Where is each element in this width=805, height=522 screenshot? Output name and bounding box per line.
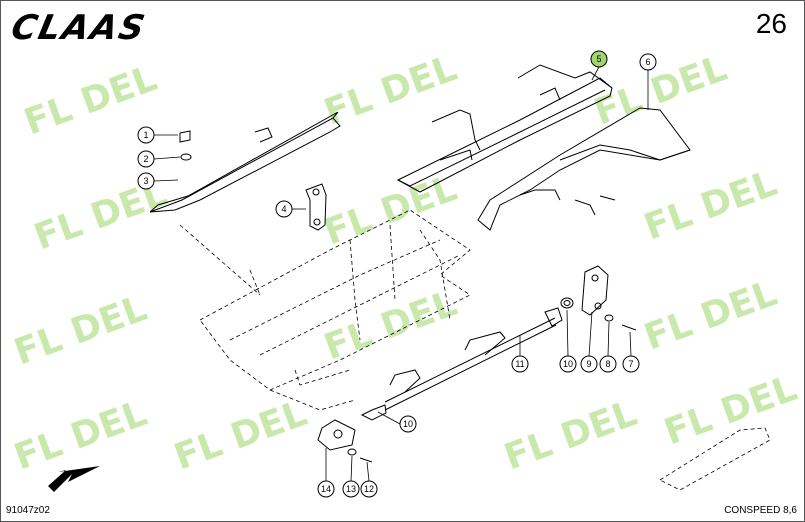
svg-text:8: 8 — [605, 359, 610, 369]
svg-text:1: 1 — [143, 130, 148, 140]
watermark-12: FL DEL — [499, 393, 642, 479]
svg-text:11: 11 — [515, 359, 524, 369]
svg-text:3: 3 — [143, 176, 148, 186]
callout-8: 8 — [599, 355, 617, 373]
watermark-8: FL DEL — [319, 283, 462, 369]
watermark-13: FL DEL — [659, 368, 802, 454]
page-number: 26 — [755, 8, 787, 39]
mount-bracket-part-14 — [317, 419, 356, 451]
callout-6: 6 — [639, 53, 657, 71]
svg-text:4: 4 — [281, 204, 286, 214]
callout-12: 12 — [360, 480, 378, 498]
svg-text:5: 5 — [596, 54, 601, 64]
watermark-6: FL DEL — [639, 163, 782, 249]
bearing-part-10 — [560, 297, 574, 309]
watermark-layer: FL DEL FL DEL FL DEL FL DEL FL DEL FL DE… — [9, 48, 802, 479]
direction-arrow-icon — [48, 466, 100, 492]
watermark-3: FL DEL — [589, 48, 732, 134]
upper-rail-plate — [396, 64, 613, 193]
svg-text:13: 13 — [346, 484, 356, 494]
arm-sketch-bottom-right — [659, 427, 771, 491]
callout-10-left: 10 — [399, 415, 417, 433]
linkage-rod — [360, 307, 563, 421]
callout-11: 11 — [511, 355, 529, 373]
callout-5: 5 — [590, 50, 608, 68]
callout-9: 9 — [580, 355, 598, 373]
callouts: 1 2 3 4 5 6 7 8 9 10 11 10 14 13 12 — [137, 50, 657, 498]
svg-text:7: 7 — [628, 359, 633, 369]
lower-long-rail — [477, 107, 691, 231]
leader-lines — [153, 66, 649, 482]
callout-3: 3 — [137, 172, 155, 190]
callout-1: 1 — [137, 126, 155, 144]
svg-text:6: 6 — [645, 57, 650, 67]
callout-7: 7 — [622, 355, 640, 373]
callout-2: 2 — [137, 150, 155, 168]
svg-text:10: 10 — [563, 359, 573, 369]
svg-text:12: 12 — [364, 484, 374, 494]
figure-code: 91047z02 — [6, 505, 50, 516]
svg-text:9: 9 — [586, 359, 591, 369]
watermark-7: FL DEL — [9, 288, 152, 374]
left-guide-rail — [149, 111, 341, 213]
callout-14: 14 — [317, 480, 335, 498]
catalog-reference: CONSPEED 8,6 — [724, 505, 797, 516]
svg-text:2: 2 — [143, 154, 148, 164]
svg-text:14: 14 — [321, 484, 331, 494]
callout-13: 13 — [342, 480, 360, 498]
callout-4: 4 — [275, 200, 293, 218]
hardware-bits — [179, 130, 637, 463]
bracket-part-4 — [305, 183, 327, 231]
watermark-10: FL DEL — [9, 393, 152, 479]
callout-10-right: 10 — [559, 355, 577, 373]
watermark-11: FL DEL — [169, 393, 312, 479]
watermark-9: FL DEL — [639, 273, 782, 359]
watermark-2: FL DEL — [319, 48, 462, 134]
chassis-frame-hidden — [179, 209, 471, 411]
svg-text:10: 10 — [403, 419, 413, 429]
pivot-plate-part-9 — [581, 265, 609, 316]
